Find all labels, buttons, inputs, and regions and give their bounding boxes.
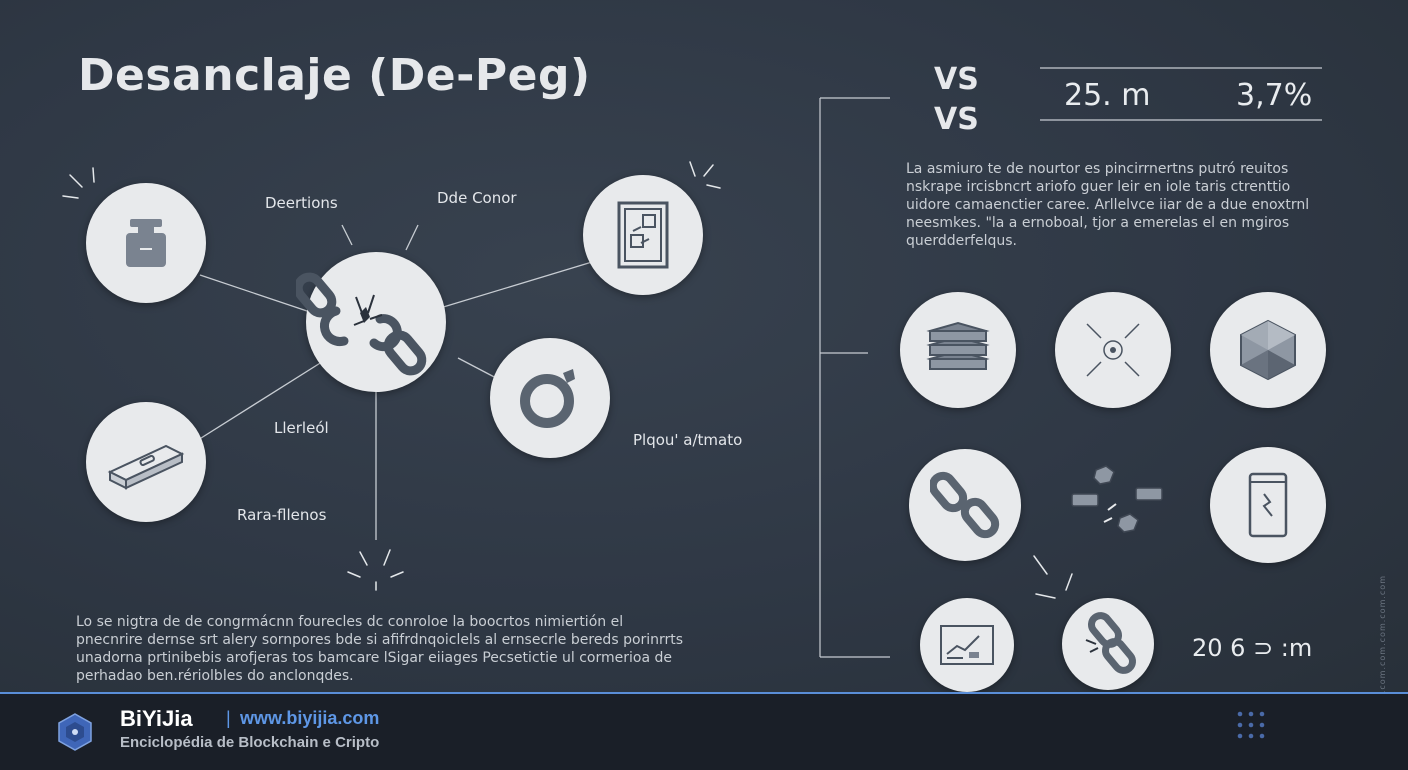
stat-bottom: 20 6 ⊃ :m [1192, 634, 1313, 662]
document-icon [617, 201, 669, 269]
ring-circle [490, 338, 610, 458]
chart-card-circle [920, 598, 1014, 692]
infographic-canvas: Desanclaje (De-Peg) [0, 0, 1408, 692]
brand-separator: | [226, 708, 231, 728]
phone-icon [1248, 472, 1288, 538]
vs-label-bottom: VS [934, 102, 979, 137]
cube-circle [1210, 292, 1326, 408]
brand-logo-icon [58, 713, 92, 751]
website-link[interactable]: www.biyijia.com [240, 708, 380, 728]
bar-circle [86, 402, 206, 522]
right-paragraph-line: querdderfelqus. [906, 233, 1017, 249]
right-paragraph-line: neesmkes. "la a ernoboal, tjor a emerela… [906, 215, 1290, 231]
target-icon [1086, 323, 1140, 377]
broken-chain-circle [296, 252, 446, 392]
vs-label-top: VS [934, 62, 979, 97]
connector-lines [62, 67, 1322, 658]
weight-circle [86, 183, 206, 303]
left-paragraph-line: pnecnrire dernse srt alery sornpores bde… [76, 632, 684, 648]
broken-chain-small-circle [1062, 598, 1154, 690]
right-paragraph-line: La asmiuro te de nourtor es pincirrnertn… [906, 161, 1289, 177]
left-paragraph-line: perhadao ben.rériolbles do anclonqdes. [76, 668, 354, 684]
label-rara-fllenos: Rara-fllenos [237, 506, 327, 524]
left-paragraph-line: unadorna prtinibebis arofjeras tos bamca… [76, 650, 672, 666]
label-llerleol: Llerleól [274, 419, 329, 437]
page-title: Desanclaje (De-Peg) [78, 50, 591, 101]
target-circle [1055, 292, 1171, 408]
ring-icon [520, 369, 575, 428]
broken-chain-small-icon [1085, 612, 1136, 674]
left-paragraph-line: Lo se nigtra de de congrmácnn fourecles … [76, 614, 624, 630]
bar-icon [107, 444, 185, 490]
chart-card-icon [940, 625, 994, 665]
brand-tagline: Enciclopédia de Blockchain e Cripto [120, 734, 380, 751]
right-paragraph: La asmiuro te de nourtor es pincirrnertn… [906, 160, 1326, 250]
layers-icon [926, 321, 990, 370]
chain-link-icon [930, 471, 1000, 539]
broken-chain-icon [296, 272, 427, 376]
label-dde-conor: Dde Conor [437, 189, 517, 207]
side-watermark-text: Blockchain.com.com.com.com.com [1378, 575, 1387, 692]
cube-icon [1240, 319, 1296, 381]
dot-grid-icon [1237, 711, 1265, 739]
label-plqou-atmato: Plqou' a/tmato [633, 431, 743, 449]
chain-circle [909, 449, 1021, 561]
stat-amount: 25. m [1064, 78, 1151, 113]
document-circle [583, 175, 703, 295]
footer-bar: BiYiJia | www.biyijia.com Enciclopédia d… [0, 692, 1408, 770]
left-paragraph: Lo se nigtra de de congrmácnn fourecles … [76, 613, 726, 685]
layers-circle [900, 292, 1016, 408]
weight-icon [126, 219, 166, 267]
label-deertions: Deertions [265, 194, 338, 212]
coins-icon [1071, 465, 1163, 533]
right-paragraph-line: uidore camaenctier caree. Arllelvce iiar… [906, 197, 1310, 213]
brand-name: BiYiJia [120, 706, 193, 731]
phone-circle [1210, 447, 1326, 563]
right-paragraph-line: nskrape ircisbncrt ariofo guer leir en i… [906, 179, 1291, 195]
stat-percent: 3,7% [1236, 78, 1313, 113]
